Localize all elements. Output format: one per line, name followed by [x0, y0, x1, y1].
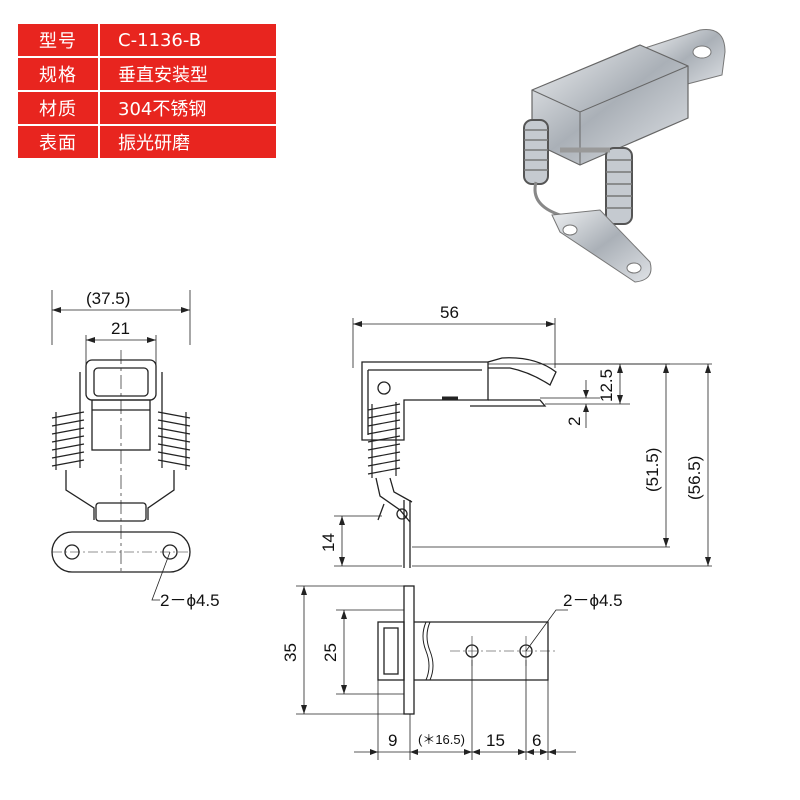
bottom-view	[296, 585, 576, 760]
spec-value: 振光研磨	[98, 124, 278, 160]
dim-15: 15	[486, 731, 505, 750]
spec-value: 304不锈钢	[98, 90, 278, 126]
front-view	[51, 290, 191, 601]
dim-16-5: (＊16.5)	[418, 732, 465, 747]
dim-bottom-height: 14	[319, 533, 338, 552]
product-photo	[523, 28, 726, 283]
dim-height-a: (51.5)	[643, 448, 662, 492]
dim-overall-width: (37.5)	[86, 289, 130, 308]
spec-row-surface: 表面 振光研磨	[16, 124, 278, 160]
spec-table: 型号 C-1136-B 规格 垂直安装型 材质 304不锈钢 表面 振光研磨	[16, 22, 278, 160]
spec-value: C-1136-B	[98, 22, 278, 58]
spec-row-material: 材质 304不锈钢	[16, 90, 278, 126]
dim-length: 56	[440, 303, 459, 322]
spec-label: 型号	[16, 22, 100, 58]
spec-row-model: 型号 C-1136-B	[16, 22, 278, 58]
dim-height-inner: 25	[321, 643, 340, 662]
dim-thickness: 2	[565, 417, 584, 426]
dim-bottom-holes: 2－ϕ4.5	[563, 591, 623, 610]
dim-6: 6	[532, 731, 541, 750]
side-view	[334, 318, 712, 568]
spec-label: 表面	[16, 124, 100, 160]
spec-row-type: 规格 垂直安装型	[16, 56, 278, 92]
spec-label: 规格	[16, 56, 100, 92]
dim-front-holes: 2－ϕ4.5	[160, 591, 220, 610]
dim-9: 9	[388, 731, 397, 750]
dim-height-b: (56.5)	[685, 456, 704, 500]
dim-top-offset: 12.5	[597, 369, 616, 402]
spec-value: 垂直安装型	[98, 56, 278, 92]
spec-label: 材质	[16, 90, 100, 126]
dim-inner-width: 21	[111, 319, 130, 338]
dim-height-outer: 35	[281, 643, 300, 662]
